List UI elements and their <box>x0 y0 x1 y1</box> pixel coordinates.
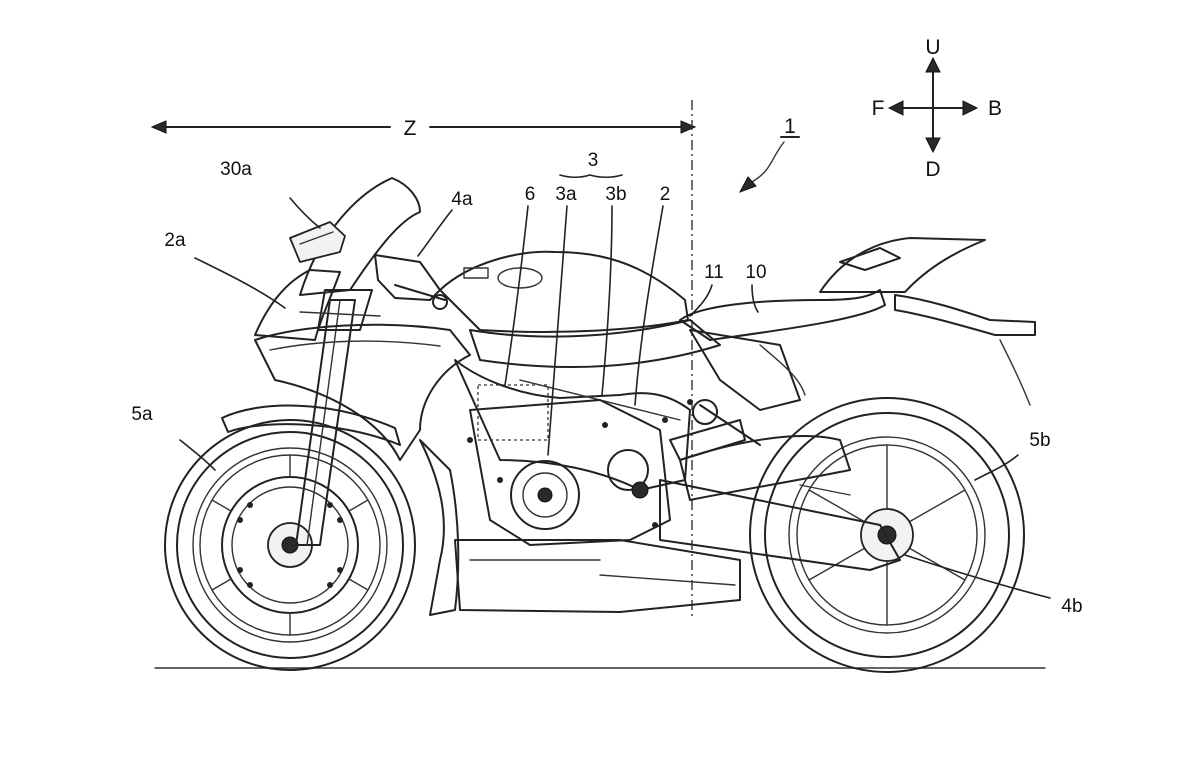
direction-compass: U D F B <box>872 36 1002 181</box>
label-3: 3 <box>588 150 599 171</box>
label-2: 2 <box>660 184 671 205</box>
label-5b: 5b <box>1029 430 1050 451</box>
front-wheel <box>164 419 416 671</box>
label-4a: 4a <box>451 189 473 210</box>
label-6: 6 <box>525 184 536 205</box>
rear-wheel <box>749 397 1025 673</box>
direction-down-label: D <box>925 158 940 181</box>
label-5a: 5a <box>131 404 153 425</box>
label-4b: 4b <box>1061 596 1082 617</box>
label-1: 1 <box>784 115 796 138</box>
direction-up-label: U <box>925 36 940 59</box>
label-2a: 2a <box>164 230 186 251</box>
leader-lines <box>179 174 1051 599</box>
front-fork <box>295 289 373 546</box>
direction-back-label: B <box>988 97 1002 120</box>
dimension-z-label: Z <box>404 117 417 140</box>
label-30a: 30a <box>220 159 252 180</box>
motorcycle-body <box>254 177 1036 616</box>
reference-1: 1 <box>738 115 800 193</box>
label-3b: 3b <box>605 184 626 205</box>
label-3a: 3a <box>555 184 577 205</box>
direction-front-label: F <box>872 97 885 120</box>
reference-labels: 30a 2a 4a 6 3 3a 3b 2 11 10 5a 5b 4b <box>131 150 1082 617</box>
label-11: 11 <box>704 262 724 283</box>
dimension-z: Z <box>150 100 697 620</box>
front-fender <box>221 404 401 446</box>
label-10: 10 <box>745 262 766 283</box>
